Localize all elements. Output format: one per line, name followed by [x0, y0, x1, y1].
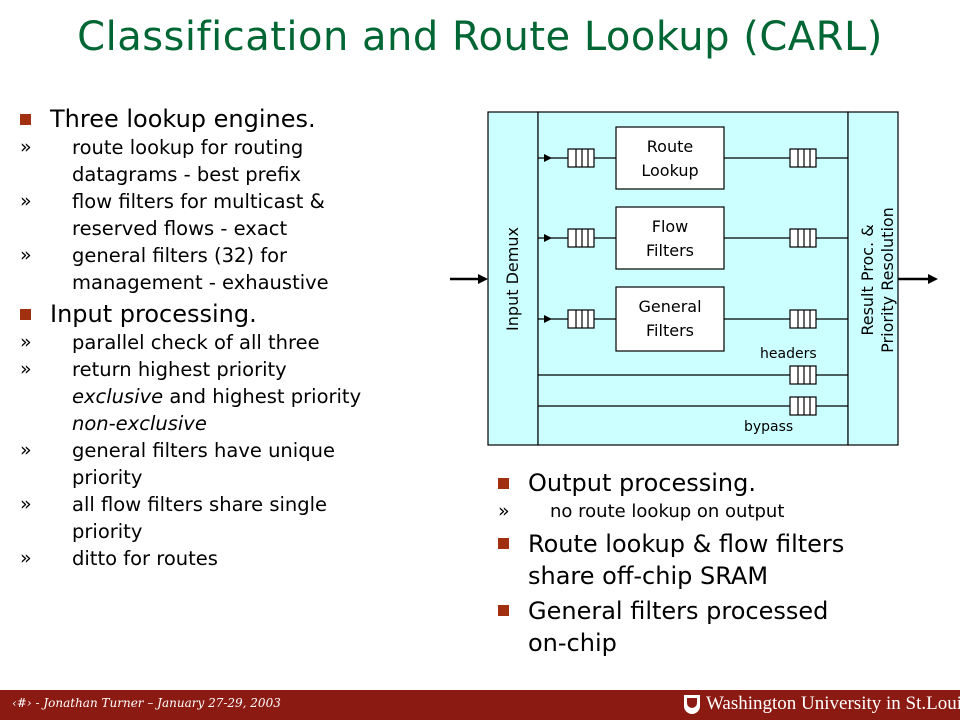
sub-bullet-text: non-exclusive [72, 412, 207, 435]
sub-bullet-text: route lookup for routing [72, 136, 304, 159]
flow-filters-label-2: Filters [646, 241, 694, 260]
heading-text: Input processing. [50, 300, 257, 328]
guillemet-icon: » [20, 244, 32, 266]
right-column: Output processing. » no route lookup on … [498, 468, 948, 659]
general-filters-label-2: Filters [646, 321, 694, 340]
footer-bar [0, 690, 960, 720]
bullet-heading: Three lookup engines. [20, 104, 470, 134]
slide-title: Classification and Route Lookup (CARL) [77, 14, 883, 60]
guillemet-icon: » [20, 136, 32, 158]
result-proc-label-line2: Priority Resolution [878, 207, 897, 353]
arrow-head [544, 315, 552, 323]
sub-bullet: » general filters (32) for management - e… [20, 242, 470, 296]
queue-icon [789, 148, 817, 168]
queue-icon [789, 228, 817, 248]
guillemet-icon: » [498, 500, 510, 522]
sub-bullet: » no route lookup on output [498, 498, 948, 525]
input-demux-box [487, 111, 539, 446]
queue-icon [567, 148, 595, 168]
bullet-heading: General filters processed on-chip [498, 595, 948, 659]
guillemet-icon: » [20, 358, 32, 380]
sub-bullet-text: datagrams - best prefix [72, 163, 302, 186]
sub-bullet-text: return highest priority [72, 358, 287, 381]
sub-bullet: » return highest priority exclusive and h… [20, 356, 470, 437]
sub-bullet-text: flow filters for multicast & [72, 190, 325, 213]
square-bullet-icon [498, 538, 509, 549]
sub-bullet-text: and highest priority [163, 385, 362, 408]
square-bullet-icon [498, 478, 509, 489]
square-bullet-icon [498, 605, 509, 616]
bypass-label: bypass [744, 419, 793, 435]
queue-icon [567, 228, 595, 248]
shield-icon [684, 694, 700, 714]
guillemet-icon: » [20, 190, 32, 212]
arrow-head [544, 234, 552, 242]
bullet-heading: Input processing. [20, 299, 470, 329]
university-logo: Washington University in St.Louis [684, 693, 960, 715]
guillemet-icon: » [20, 547, 32, 569]
guillemet-icon: » [20, 493, 32, 515]
sub-bullet: » flow filters for multicast & reserved f… [20, 188, 470, 242]
heading-text: Three lookup engines. [50, 105, 316, 133]
footer-text: ‹#› - Jonathan Turner – January 27-29, 2… [12, 696, 281, 710]
university-name: Washington University in St.Louis [706, 693, 960, 714]
queue-icon [789, 365, 817, 385]
result-proc-box [847, 111, 899, 446]
route-lookup-label-2: Lookup [641, 161, 698, 180]
bullet-heading: Output processing. [498, 468, 948, 498]
output-arrow-head [928, 274, 938, 284]
queue-icon [567, 309, 595, 329]
result-proc-label-line1: Result Proc. & [858, 224, 877, 335]
sub-bullet-text: ditto for routes [72, 547, 218, 570]
sub-bullet: » route lookup for routing datagrams - be… [20, 134, 470, 188]
guillemet-icon: » [20, 331, 32, 353]
sub-bullet: » general filters have unique priority [20, 437, 470, 491]
square-bullet-icon [20, 114, 31, 125]
queue-icon [789, 309, 817, 329]
sub-bullet-text: management - exhaustive [72, 271, 329, 294]
heading-text: General filters processed [528, 597, 829, 625]
sub-bullet-text: reserved flows - exact [72, 217, 288, 240]
arrow-head [544, 154, 552, 162]
sub-bullet-text: general filters (32) for [72, 244, 288, 267]
headers-label: headers [760, 346, 817, 362]
left-column: Three lookup engines. » route lookup for… [20, 104, 470, 572]
heading-text: Route lookup & flow filters [528, 530, 845, 558]
general-filters-box [615, 286, 725, 352]
square-bullet-icon [20, 309, 31, 320]
carl-diagram: Input Demux Result Proc. & Priority Reso… [450, 111, 938, 446]
sub-bullet-text: priority [72, 520, 143, 543]
heading-text: on-chip [528, 629, 617, 657]
sub-bullet: » parallel check of all three [20, 329, 470, 356]
sub-bullet-text: exclusive [72, 385, 164, 408]
heading-text: Output processing. [528, 469, 756, 497]
flow-filters-label-1: Flow [652, 217, 689, 236]
sub-bullet-text: parallel check of all three [72, 331, 320, 354]
sub-bullet-text: no route lookup on output [550, 501, 785, 522]
sub-bullet-text: general filters have unique [72, 439, 335, 462]
queue-icon [789, 396, 817, 416]
heading-text: share off-chip SRAM [528, 562, 769, 590]
input-demux-label: Input Demux [503, 227, 522, 331]
general-filters-label-1: General [638, 297, 701, 316]
guillemet-icon: » [20, 439, 32, 461]
bullet-heading: Route lookup & flow filters share off-ch… [498, 528, 948, 592]
route-lookup-label-1: Route [647, 137, 693, 156]
sub-bullet-text: all flow filters share single [72, 493, 328, 516]
sub-bullet: » all flow filters share single priority [20, 491, 470, 545]
sub-bullet-text: priority [72, 466, 143, 489]
sub-bullet: » ditto for routes [20, 545, 470, 572]
input-arrow-head [478, 274, 488, 284]
